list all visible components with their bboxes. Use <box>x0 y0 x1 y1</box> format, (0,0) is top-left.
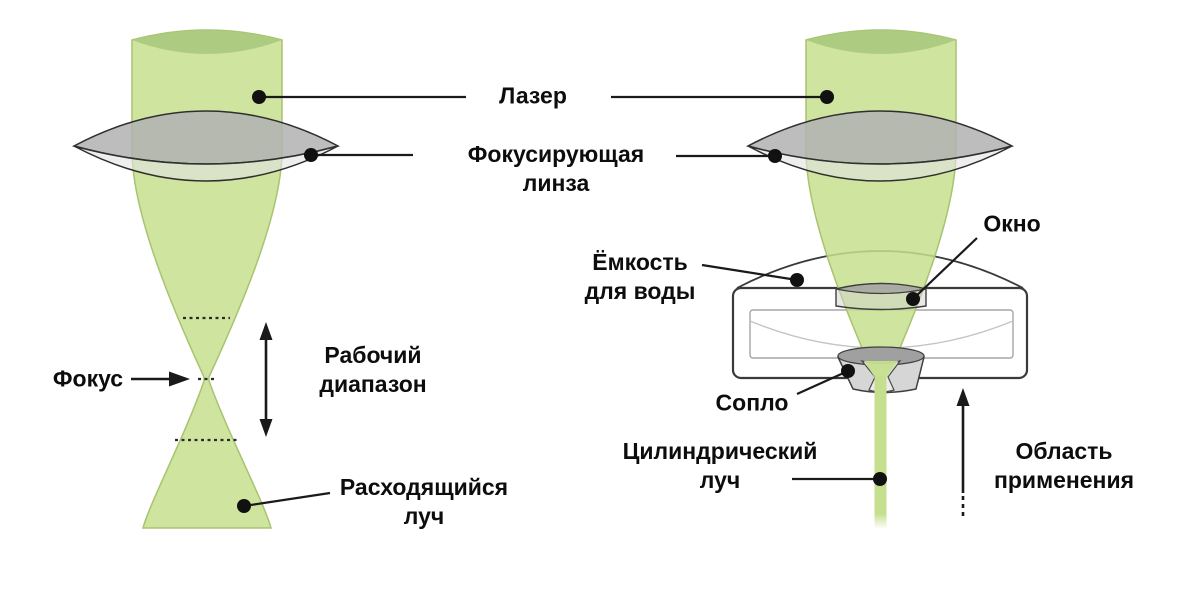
focusing-lens-label-line1: Фокусирующая <box>467 141 645 167</box>
diverging-beam-callout-dot <box>237 499 251 513</box>
window-label: Окно <box>983 210 1041 237</box>
application-area-label-line1: Область <box>1015 438 1113 464</box>
diverging-beam-label-line1: Расходящийся <box>339 474 509 500</box>
right-lens-body <box>747 145 1013 182</box>
cylindrical-beam-label-line1: Цилиндрический <box>622 438 818 464</box>
water-container-label: Ёмкость для воды <box>585 248 696 306</box>
focusing-lens-label: Фокусирующая линза <box>468 140 644 198</box>
lens-callout-dot-right <box>768 149 782 163</box>
water-container-label-line2: для воды <box>584 278 696 304</box>
window-callout-dot <box>906 292 920 306</box>
working-range-label: Рабочий диапазон <box>319 341 426 399</box>
left-laser-beam <box>131 29 283 529</box>
focus-label: Фокус <box>52 365 124 392</box>
lens-callout-dot-left <box>304 148 318 162</box>
cylindrical-beam-label: Цилиндрический луч <box>623 437 818 495</box>
application-arrowhead <box>956 388 970 406</box>
container-callout-line <box>701 263 798 282</box>
left-lens-body <box>73 145 339 182</box>
application-area-label: Область применения <box>994 437 1134 495</box>
jet-callout-dot <box>873 472 887 486</box>
focusing-lens-label-line2: линза <box>522 170 590 196</box>
jet-funnel-cone <box>864 361 898 377</box>
cylindrical-jet-beam <box>874 376 887 529</box>
application-area-label-line2: применения <box>993 467 1135 493</box>
working-range-label-line1: Рабочий <box>324 342 422 368</box>
laser-callout-dot-right <box>820 90 834 104</box>
diverging-beam-label-line2: луч <box>403 503 445 529</box>
nozzle-callout-dot <box>841 364 855 378</box>
focus-arrowhead <box>169 371 190 387</box>
cylindrical-beam-label-line2: луч <box>699 467 741 493</box>
water-container-label-line1: Ёмкость <box>592 249 688 275</box>
right-beam-top-cap <box>806 30 956 54</box>
window-top-surface <box>835 282 927 295</box>
window-callout-line <box>912 237 978 300</box>
working-range-arrowhead-down <box>259 419 273 437</box>
left-beam-top-cap <box>132 30 282 54</box>
working-range-arrowhead-up <box>259 322 273 340</box>
nozzle-label: Сопло <box>715 389 789 416</box>
container-callout-dot <box>790 273 804 287</box>
laser-callout-dot-left <box>252 90 266 104</box>
diverging-beam-callout-line <box>243 491 331 508</box>
laser-label: Лазер <box>499 82 567 109</box>
working-range-label-line2: диапазон <box>319 371 427 397</box>
nozzle-callout-line <box>796 369 849 396</box>
diverging-beam-label: Расходящийся луч <box>340 473 508 531</box>
